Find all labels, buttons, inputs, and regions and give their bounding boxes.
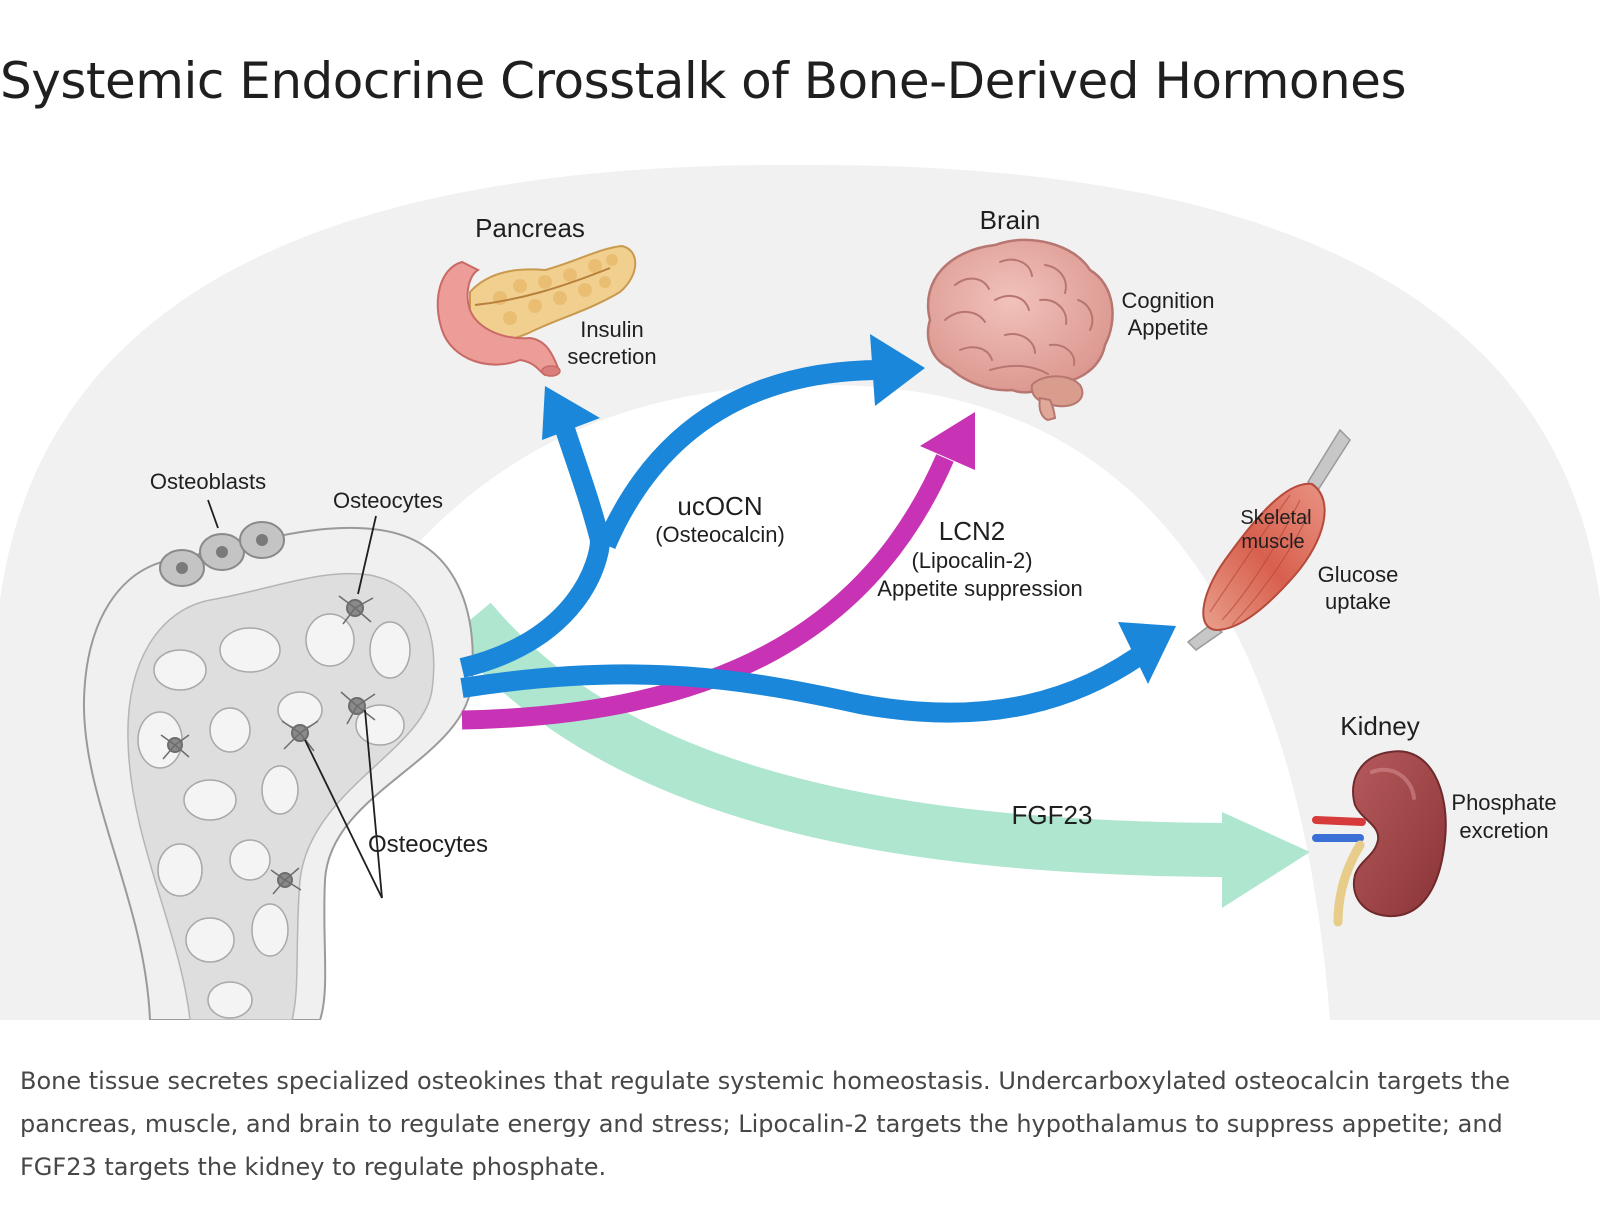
brain-illustration: [926, 238, 1114, 422]
bone-hormone-diagram: Osteoblasts Osteocytes Osteocytes Pancre…: [0, 160, 1600, 1020]
figure-caption: Bone tissue secretes specialized osteoki…: [20, 1067, 1511, 1181]
fgf23-arrow: [449, 602, 1310, 908]
lcn2-arrow: [461, 412, 975, 730]
label-muscle-effect-1: Glucose: [1318, 562, 1399, 587]
kidney-illustration: [1312, 750, 1447, 927]
label-ucocn-detail: (Osteocalcin): [655, 522, 785, 547]
label-lcn2-detail: (Lipocalin-2): [911, 548, 1032, 573]
label-muscle-effect-2: uptake: [1325, 589, 1391, 614]
label-ucocn: ucOCN: [677, 491, 762, 521]
bone-label-pointers: [207, 499, 383, 899]
label-osteocytes-bottom: Osteocytes: [368, 831, 488, 858]
label-kidney: Kidney: [1340, 711, 1420, 741]
page-title: Systemic Endocrine Crosstalk of Bone-Der…: [0, 52, 1407, 110]
label-kidney-effect-1: Phosphate: [1451, 790, 1556, 815]
ucocn-arrows: [459, 360, 1156, 723]
label-osteocytes-top: Osteocytes: [333, 488, 443, 513]
label-brain: Brain: [980, 205, 1041, 235]
label-muscle-1: Skeletal: [1240, 507, 1311, 529]
label-brain-effect-2: Appetite: [1128, 315, 1209, 340]
label-lcn2-effect: Appetite suppression: [877, 576, 1082, 601]
bone-illustration: [82, 521, 474, 1020]
label-lcn2: LCN2: [939, 516, 1005, 546]
skeletal-muscle-illustration: [1186, 428, 1351, 651]
label-brain-effect-1: Cognition: [1122, 288, 1215, 313]
label-pancreas-effect-1: Insulin: [580, 317, 644, 342]
label-muscle-2: muscle: [1241, 531, 1304, 553]
label-pancreas-effect-2: secretion: [567, 344, 656, 369]
pancreas-illustration: [436, 244, 637, 377]
label-fgf23: FGF23: [1012, 800, 1093, 830]
label-kidney-effect-2: excretion: [1459, 818, 1548, 843]
label-pancreas: Pancreas: [475, 213, 585, 243]
label-osteoblasts: Osteoblasts: [150, 469, 266, 494]
ucocn-arrowheads: [542, 334, 1176, 684]
